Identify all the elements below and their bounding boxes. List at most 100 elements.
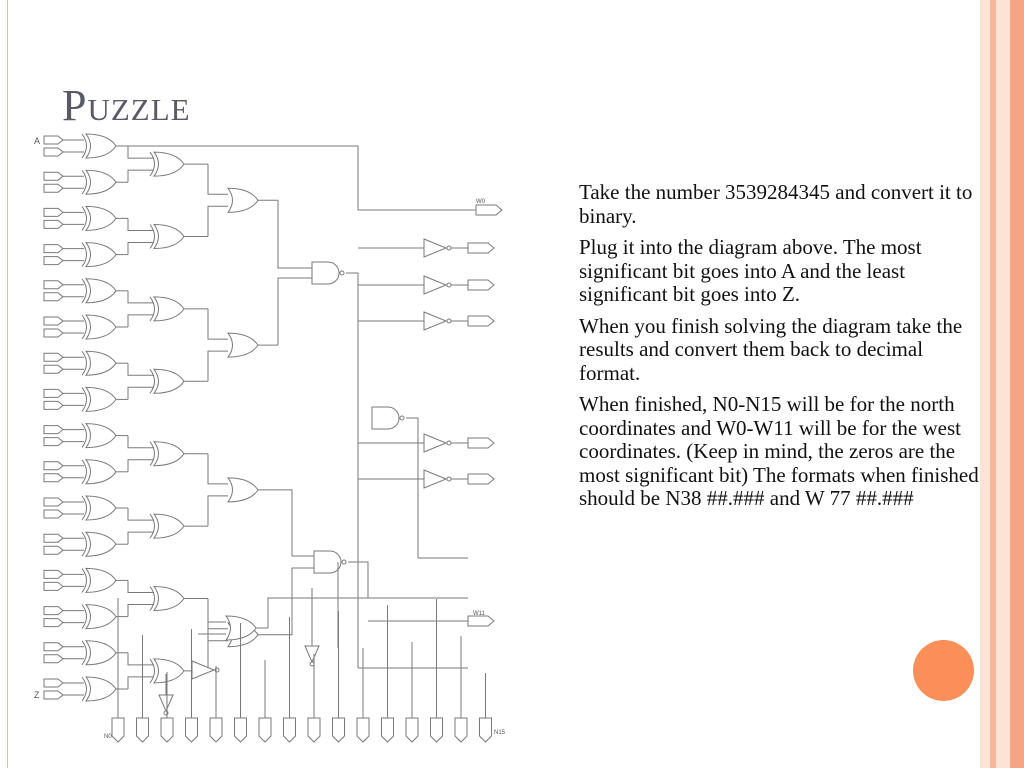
input-pin bbox=[43, 207, 64, 217]
input-pin bbox=[43, 219, 64, 229]
or-gate bbox=[153, 658, 185, 684]
xor-gate bbox=[85, 567, 117, 593]
inverter bbox=[423, 238, 448, 258]
input-pin bbox=[43, 328, 64, 338]
input-pin bbox=[43, 183, 64, 193]
or-gate bbox=[153, 585, 185, 612]
output-pin-north bbox=[258, 717, 272, 743]
output-pin bbox=[467, 279, 495, 291]
slide-title: Puzzle bbox=[62, 81, 191, 130]
slide-left-border bbox=[0, 0, 8, 768]
output-pin-north bbox=[234, 717, 247, 743]
xor-gate bbox=[85, 169, 117, 195]
output-label-w0: W0 bbox=[476, 199, 486, 205]
nand-gate bbox=[371, 406, 400, 430]
input-pin bbox=[43, 292, 64, 302]
or-gate bbox=[153, 151, 185, 177]
output-pin-north bbox=[356, 717, 370, 743]
or-gate bbox=[227, 187, 259, 213]
inverter bbox=[423, 275, 448, 295]
or-gate bbox=[153, 368, 185, 394]
or-gate bbox=[227, 332, 259, 358]
or-gate bbox=[153, 513, 185, 539]
output-pin-north bbox=[479, 717, 492, 743]
output-pin-north bbox=[381, 717, 394, 743]
inverter-bubble bbox=[339, 270, 345, 276]
input-pin bbox=[43, 135, 64, 145]
output-pin-north bbox=[209, 717, 223, 743]
xor-gate bbox=[85, 604, 117, 630]
input-pin bbox=[43, 678, 64, 688]
input-pin bbox=[43, 581, 64, 591]
xor-gate bbox=[85, 314, 117, 340]
xor-gate bbox=[85, 531, 117, 557]
input-pin bbox=[43, 642, 64, 652]
output-pin-north bbox=[307, 717, 321, 743]
input-pin bbox=[43, 147, 64, 157]
input-pin bbox=[43, 256, 64, 266]
input-pin bbox=[43, 654, 64, 664]
input-pin bbox=[43, 545, 64, 555]
inverter bbox=[423, 469, 448, 489]
input-pin bbox=[43, 437, 64, 447]
input-pin bbox=[43, 690, 64, 700]
instruction-paragraph-2: Plug it into the diagram above. The most… bbox=[579, 235, 922, 306]
output-pin-north bbox=[136, 717, 149, 743]
output-pin-north bbox=[332, 717, 345, 743]
instruction-paragraph-1: Take the number 3539284345 and convert i… bbox=[579, 180, 973, 228]
nand-gate bbox=[313, 550, 342, 574]
input-pin bbox=[43, 244, 64, 254]
input-label-a: A bbox=[34, 136, 40, 146]
xor-gate bbox=[85, 205, 117, 231]
or-gate bbox=[153, 296, 185, 322]
input-pin bbox=[43, 533, 64, 543]
accent-circle bbox=[913, 640, 974, 701]
output-label-n0: N0 bbox=[104, 734, 112, 740]
output-label-w11: W11 bbox=[473, 611, 486, 617]
input-pin bbox=[43, 171, 64, 181]
nand-gate bbox=[311, 261, 340, 285]
output-pin-north bbox=[160, 717, 174, 743]
xor-gate bbox=[85, 495, 117, 521]
input-label-z: Z bbox=[34, 690, 40, 700]
inverter bbox=[423, 433, 448, 453]
instruction-paragraph-3: When you finish solving the diagram take… bbox=[579, 313, 963, 385]
output-pin-north bbox=[454, 717, 468, 743]
inverter bbox=[158, 694, 174, 713]
inverter bbox=[191, 660, 216, 680]
xor-gate bbox=[85, 423, 117, 449]
inverter-bubble bbox=[399, 415, 405, 421]
input-pin bbox=[43, 280, 64, 290]
output-pin bbox=[467, 473, 495, 485]
or-gate bbox=[153, 441, 185, 467]
input-pin bbox=[43, 400, 64, 410]
output-pin-north bbox=[111, 717, 125, 743]
output-pin-north bbox=[405, 717, 419, 743]
xor-gate bbox=[85, 133, 117, 159]
output-pin bbox=[467, 315, 495, 327]
input-pin bbox=[43, 352, 64, 362]
inverter bbox=[423, 311, 448, 331]
output-pin bbox=[467, 242, 495, 254]
input-pin bbox=[43, 618, 64, 628]
output-pin-w11 bbox=[467, 615, 495, 627]
xor-gate bbox=[85, 459, 117, 485]
input-pin bbox=[43, 364, 64, 374]
output-label-n15: N15 bbox=[494, 730, 506, 736]
output-pin-north bbox=[283, 717, 296, 743]
input-pin bbox=[43, 461, 64, 471]
input-pin bbox=[43, 425, 64, 435]
input-pin bbox=[43, 509, 64, 519]
input-pin bbox=[43, 473, 64, 483]
slide-right-stripes bbox=[980, 0, 1024, 768]
or-gate bbox=[153, 223, 185, 250]
or-gate bbox=[227, 477, 259, 503]
input-pin bbox=[43, 316, 64, 326]
input-pin bbox=[43, 388, 64, 398]
input-pin bbox=[43, 569, 64, 579]
inverter bbox=[304, 645, 320, 664]
output-pin-north bbox=[430, 717, 443, 743]
xor-gate bbox=[85, 242, 117, 268]
xor-gate bbox=[85, 676, 117, 702]
